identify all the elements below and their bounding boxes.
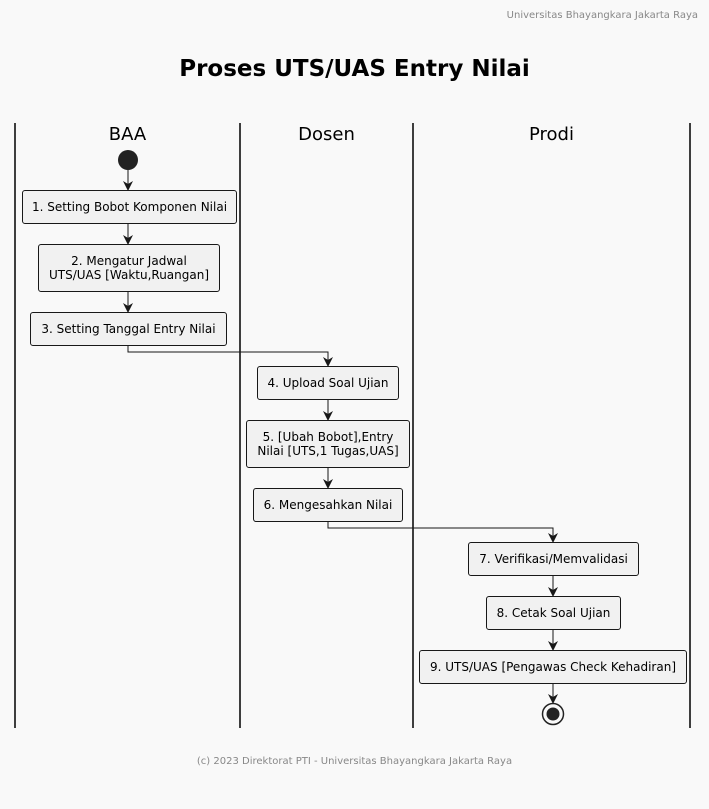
footer-text: (c) 2023 Direktorat PTI - Universitas Bh…: [196, 756, 513, 767]
lane-title-baa: BAA: [108, 124, 147, 145]
start-node: [118, 150, 138, 170]
end-node-ring: [541, 702, 565, 726]
lane-title-prodi: Prodi: [529, 124, 574, 145]
activity-9: 9. UTS/UAS [Pengawas Check Kehadiran]: [419, 650, 687, 684]
lane-title-dosen: Dosen: [298, 124, 355, 145]
diagram-title: Proses UTS/UAS Entry Nilai: [179, 56, 530, 82]
activity-7: 7. Verifikasi/Memvalidasi: [468, 542, 639, 576]
activity-5: 5. [Ubah Bobot],Entry Nilai [UTS,1 Tugas…: [246, 420, 410, 468]
activity-4: 4. Upload Soal Ujian: [257, 366, 399, 400]
arrow-6-to-7: [327, 522, 558, 543]
arrow-3-to-4: [127, 346, 333, 367]
header-text: Universitas Bhayangkara Jakarta Raya: [506, 10, 698, 21]
activity-6: 6. Mengesahkan Nilai: [253, 488, 403, 522]
activity-3: 3. Setting Tanggal Entry Nilai: [30, 312, 227, 346]
activity-2: 2. Mengatur Jadwal UTS/UAS [Waktu,Ruanga…: [38, 244, 220, 292]
activity-8: 8. Cetak Soal Ujian: [486, 596, 621, 630]
end-node-dot: [546, 707, 560, 721]
activity-1: 1. Setting Bobot Komponen Nilai: [22, 190, 237, 224]
